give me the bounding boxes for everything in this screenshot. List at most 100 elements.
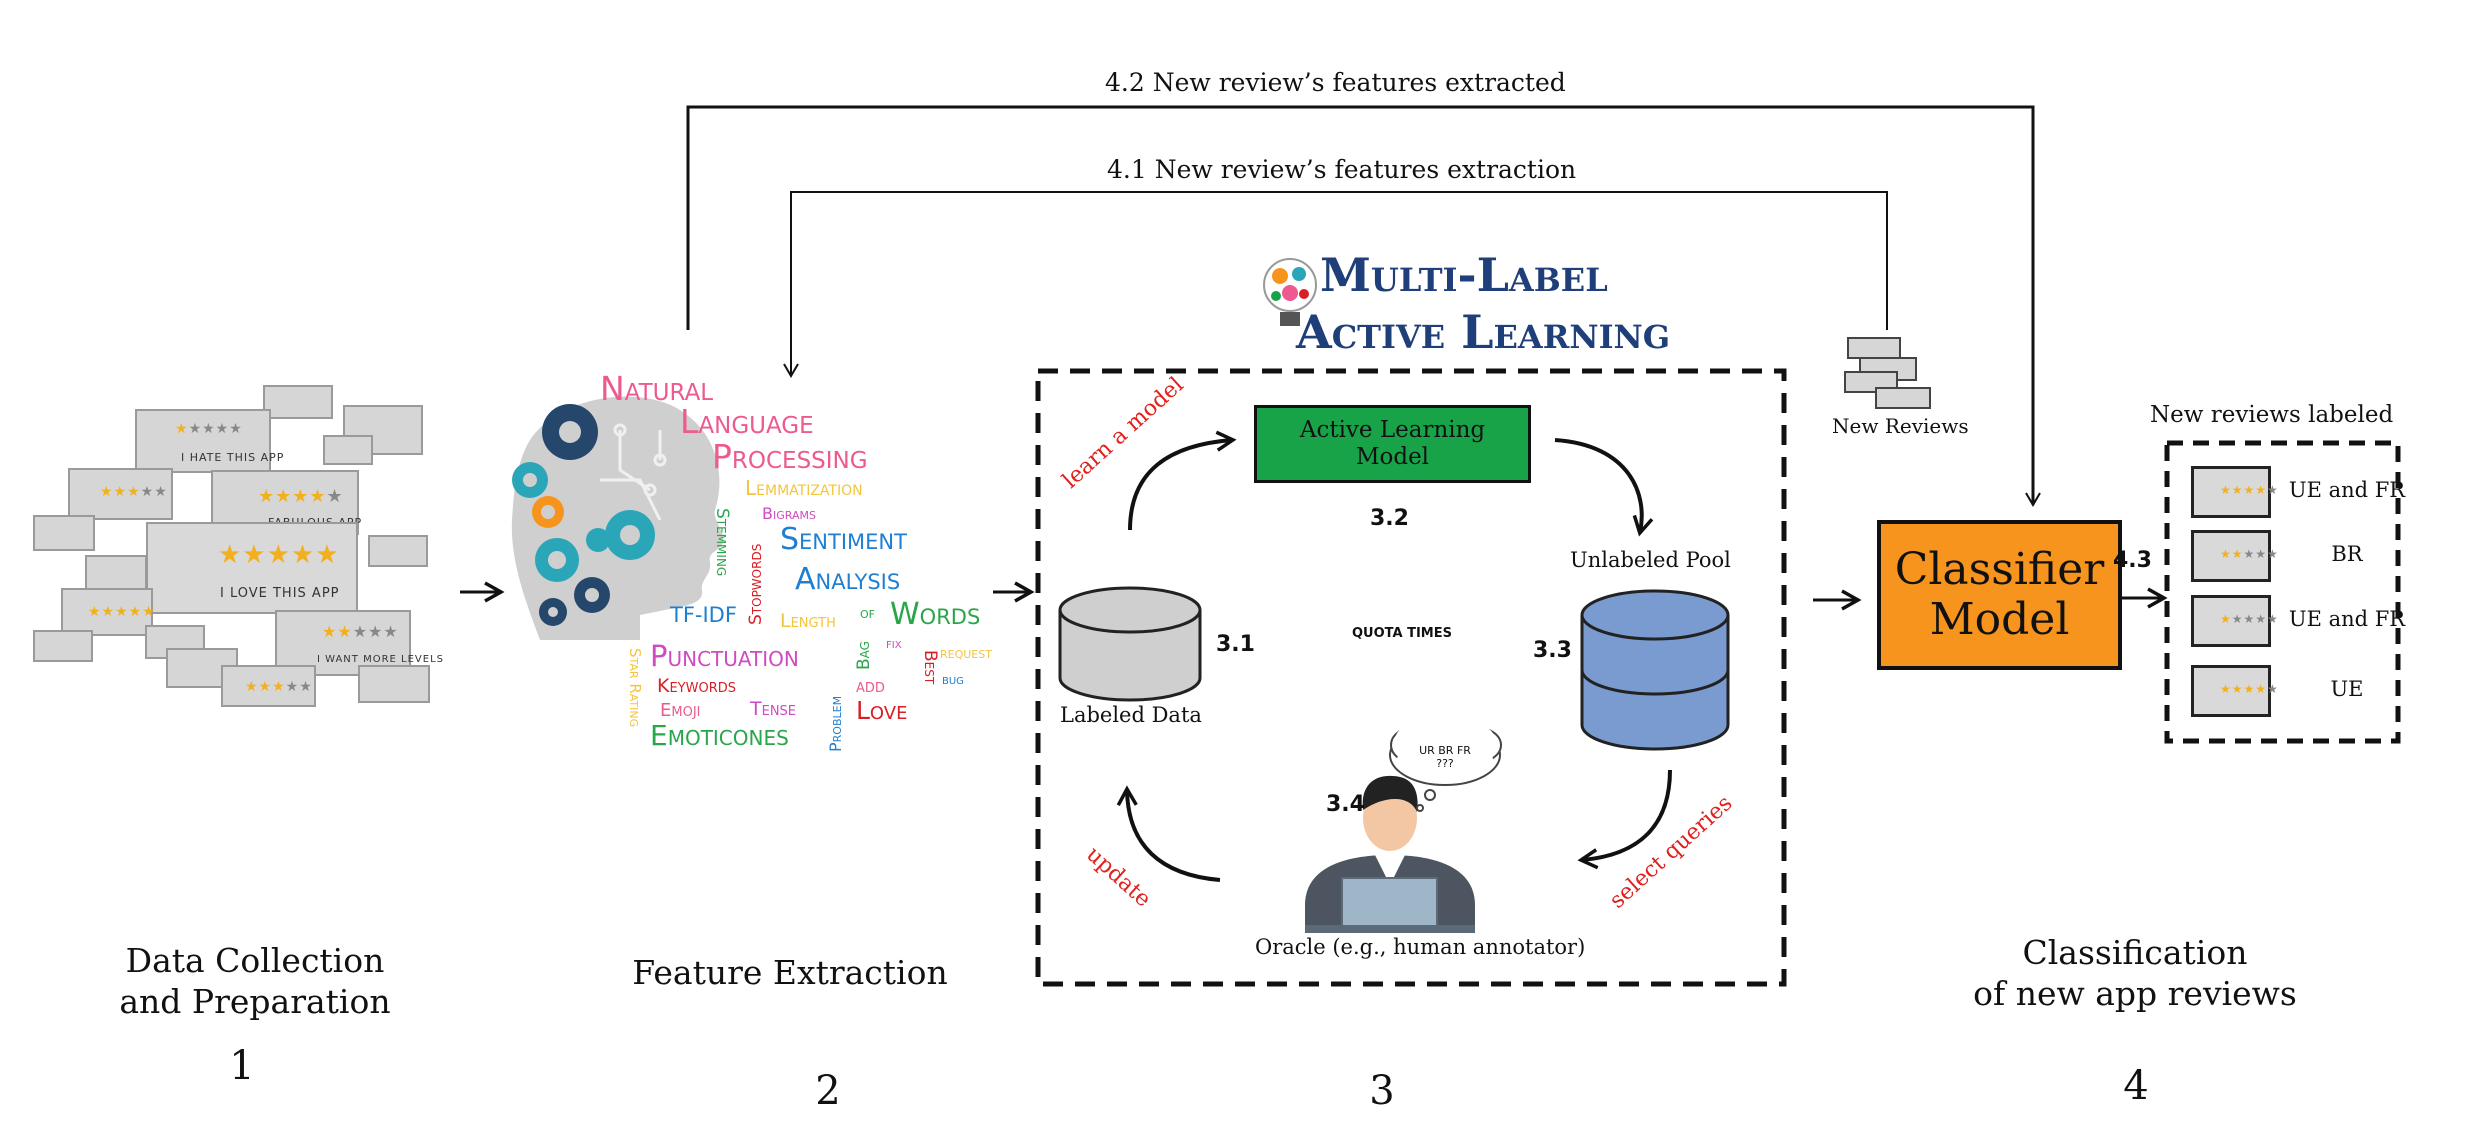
review-card [263, 385, 333, 419]
new-reviews-stack-icon [1844, 337, 1931, 409]
review-card [323, 435, 373, 465]
step-3-3: 3.3 [1533, 638, 1572, 663]
word-best: Best [920, 650, 940, 685]
active-learning-frame [1035, 368, 1787, 987]
output-frame [2164, 440, 2401, 744]
word-keywords: Keywords [657, 675, 736, 697]
stage-4-label-line2: of new app reviews [1973, 974, 2297, 1013]
word-punctuation: Punctuation [650, 639, 799, 673]
step-3-1: 3.1 [1216, 632, 1255, 657]
active-learning-model-box: Active Learning Model [1254, 405, 1531, 483]
empty-stars: ★ [2267, 483, 2279, 497]
oracle-person-icon [1305, 775, 1475, 933]
labeled-review-card: ★★★★★ [2191, 530, 2278, 582]
word-stemming: Stemming [712, 508, 732, 577]
output-row: ★★★★★ UE and FR [2191, 595, 2411, 649]
review-card [368, 535, 428, 567]
review-card-love: ★★★★★ I LOVE THIS APP [146, 522, 358, 614]
word-star-rating: Star Rating [626, 648, 644, 728]
labeled-review-card: ★★★★★ [2191, 595, 2278, 647]
word-request: request [940, 643, 992, 662]
step-3-4: 3.4 [1326, 792, 1365, 817]
output-label: UE and FR [2288, 478, 2406, 502]
stage-4-label: Classification of new app reviews [1935, 932, 2335, 1014]
output-row: ★★★★★ UE and FR [2191, 466, 2411, 520]
word-sentiment: Sentiment [780, 522, 907, 557]
curve-update [1116, 785, 1221, 882]
stage-1-label-line1: Data Collection [125, 941, 385, 980]
brain-head-icon [511, 396, 724, 640]
labeled-data-cylinder [1058, 586, 1202, 702]
word-fix: fix [886, 636, 902, 652]
rating-stars: ★★★★★ [322, 622, 399, 641]
oracle-label: Oracle (e.g., human annotator) [1255, 935, 1586, 959]
classifier-line2: Model [1929, 594, 2070, 645]
empty-stars: ★★★ [2243, 547, 2279, 561]
new-reviews-label: New Reviews [1832, 414, 1969, 438]
word-love: Love [856, 696, 908, 725]
labeled-review-card: ★★★★★ [2191, 665, 2278, 717]
stage-1-label-line2: and Preparation [119, 982, 391, 1021]
word-words: Words [890, 597, 981, 632]
al-model-line2: Model [1355, 444, 1430, 470]
stage-2-label: Feature Extraction [590, 952, 990, 993]
feedback-outer-label: 4.2 New review’s features extracted [1105, 68, 1566, 97]
word-bigrams: Bigrams [762, 504, 816, 523]
classifier-model-box: Classifier Model [1877, 520, 2122, 670]
word-length: Length [780, 610, 836, 632]
rating-stars: ★★★★★ [88, 604, 156, 620]
word-problem: Problem [826, 695, 845, 752]
stage-1-number: 1 [229, 1043, 255, 1089]
rating-stars: ★★★★★ [258, 486, 344, 507]
review-card [33, 630, 93, 662]
stage-2-label-line1: Feature Extraction [632, 953, 948, 992]
review-text: I WANT MORE LEVELS [317, 654, 444, 665]
stage-2-number: 2 [815, 1068, 841, 1114]
word-bag: Bag [854, 641, 874, 670]
review-card: ★★★★★ [68, 468, 173, 520]
word-lemmatization: Lemmatization [745, 476, 863, 500]
word-processing: Processing [712, 437, 868, 476]
step-4-3: 4.3 [2113, 548, 2152, 573]
empty-stars: ★ [2267, 682, 2279, 696]
feedback-outer-line [686, 105, 2041, 507]
unlabeled-pool-label: Unlabeled Pool [1570, 548, 1731, 572]
stage-1-label: Data Collection and Preparation [75, 940, 435, 1022]
thought-cloud [1389, 716, 1502, 812]
quota-times-label: QUOTA TIMES [1352, 626, 1452, 641]
word-natural: Natural [600, 369, 714, 408]
word-bug: bug [942, 672, 964, 688]
step-3-2: 3.2 [1370, 506, 1409, 531]
output-row: ★★★★★ UE [2191, 665, 2411, 719]
output-row: ★★★★★ BR [2191, 530, 2411, 584]
mal-title-line2: Active Learning [1296, 305, 1671, 359]
curve-to-pool [1554, 438, 1654, 537]
stage-4-number: 4 [2123, 1063, 2149, 1109]
word-cloud: Natural Language Processing Lemmatizatio… [600, 360, 1020, 760]
rating-stars: ★★★★★ [175, 421, 243, 437]
rating-stars: ★★★★★ [2220, 682, 2279, 696]
word-analysis: Analysis [795, 562, 901, 597]
filled-stars: ★★★★ [2220, 483, 2268, 497]
output-title: New reviews labeled [2150, 402, 2394, 428]
review-collage: ★★★★★ I HATE THIS APP ★★★★★ ★★★★★ FABULO… [33, 380, 443, 710]
review-card [358, 665, 430, 703]
curve-learn [1128, 430, 1237, 531]
empty-stars: ★★★★ [2231, 612, 2279, 626]
word-language: Language [680, 402, 814, 441]
rating-stars: ★★★★★ [2220, 612, 2279, 626]
labeled-data-label: Labeled Data [1060, 703, 1202, 727]
curve-select [1577, 769, 1672, 870]
mal-title-line1: Multi-Label [1320, 248, 1608, 302]
review-card: ★★★★★ [61, 588, 156, 636]
rating-stars: ★★★★★ [2220, 483, 2279, 497]
thought-cloud-text: UR BR FR ??? [1419, 744, 1471, 770]
review-text: I LOVE THIS APP [220, 586, 340, 601]
stage-3-number: 3 [1369, 1068, 1395, 1114]
feedback-inner-label: 4.1 New review’s features extraction [1107, 155, 1577, 184]
rating-stars: ★★★★★ [218, 540, 340, 570]
unlabeled-pool-cylinder [1580, 589, 1730, 751]
rating-stars: ★★★★★ [2220, 547, 2279, 561]
stage-4-label-line1: Classification [2022, 933, 2248, 972]
